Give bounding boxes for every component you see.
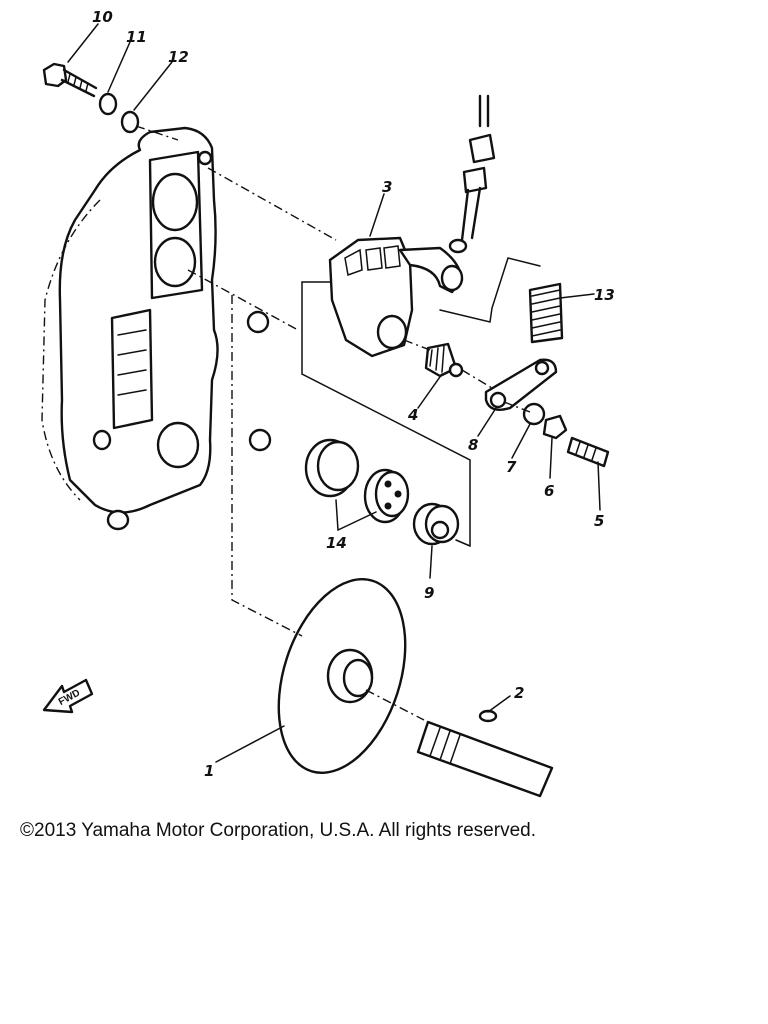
label-3: 3: [382, 178, 392, 196]
label-8: 8: [468, 436, 478, 454]
label-14: 14: [326, 534, 347, 552]
nut-6: [542, 414, 568, 440]
shaft: [416, 720, 554, 798]
washer-7: [522, 402, 546, 426]
piston-14a: [304, 438, 360, 498]
label-7: 7: [506, 458, 517, 476]
brake-disc-1: [277, 578, 407, 774]
label-1: 1: [204, 762, 214, 780]
key-2: [478, 709, 498, 723]
exploded-parts-diagram: FWD 10 11 12 3 13 4 8 7 6 5 14 9 2 1: [41, 8, 615, 798]
copyright-notice: ©2013 Yamaha Motor Corporation, U.S.A. A…: [20, 820, 536, 841]
lever-assembly-3: [328, 236, 464, 358]
cover-9: [412, 502, 460, 546]
stud-5: [566, 436, 610, 468]
piston-14b: [363, 468, 410, 524]
bolt-10: [42, 62, 98, 98]
adjuster-4: [424, 342, 464, 378]
washer-11: [98, 92, 118, 116]
label-11: 11: [126, 28, 147, 46]
label-5: 5: [594, 512, 604, 530]
label-4: 4: [407, 406, 418, 424]
label-6: 6: [544, 482, 554, 500]
label-2: 2: [514, 684, 524, 702]
cable-end: [448, 94, 496, 254]
washer-12: [120, 110, 140, 134]
spring-13: [528, 282, 564, 344]
label-12: 12: [168, 48, 189, 66]
link-8: [484, 358, 558, 411]
forward-arrow-icon: FWD: [42, 678, 94, 714]
label-13: 13: [594, 286, 615, 304]
label-10: 10: [92, 8, 113, 26]
housing: [41, 126, 272, 531]
label-9: 9: [424, 584, 434, 602]
